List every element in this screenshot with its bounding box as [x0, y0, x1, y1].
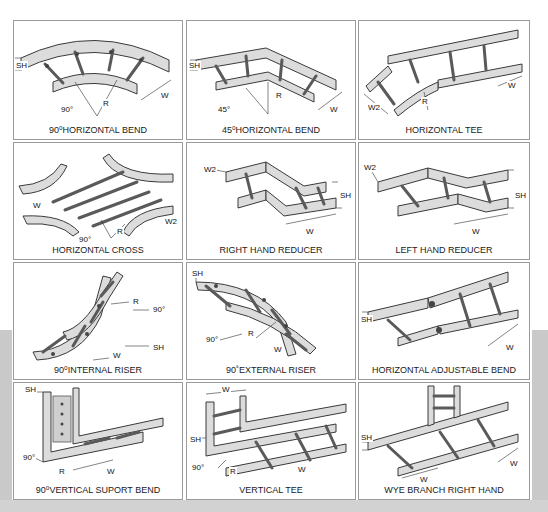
dimension-label: 90° [205, 335, 219, 344]
dimension-label: R [421, 97, 429, 106]
dimension-label: W [112, 351, 122, 360]
fitting-panel: RIGHT HAND REDUCER [186, 142, 356, 260]
dimension-label: W [507, 81, 517, 90]
fitting-caption: 90˚EXTERNAL RISER [189, 365, 353, 376]
fitting-caption: 90⁰HORIZONTAL BEND [16, 125, 180, 136]
fitting-caption: HORIZONTAL TEE [361, 125, 527, 136]
dimension-label: W2 [203, 165, 217, 174]
dimension-label: SH [339, 191, 352, 200]
dimension-label: W [106, 467, 116, 476]
dimension-label: W [471, 227, 481, 236]
fitting-panel: 90˚EXTERNAL RISER [186, 262, 356, 380]
fitting-panel: 90⁰HORIZONTAL BEND [13, 20, 183, 140]
fitting-panel: HORIZONTAL TEE [358, 20, 530, 140]
dimension-label: W [273, 345, 283, 354]
fitting-caption: RIGHT HAND REDUCER [189, 245, 353, 256]
dimension-label: W [419, 475, 429, 484]
dimension-label: SH [15, 61, 28, 70]
dimension-label: 90° [78, 235, 92, 244]
dimension-label: W2 [164, 217, 178, 226]
dimension-label: 90° [60, 105, 74, 114]
dimension-label: SH [189, 435, 202, 444]
dimension-label: R [229, 467, 237, 476]
dimension-label: W [305, 227, 315, 236]
fitting-caption: VERTICAL TEE [189, 485, 353, 496]
dimension-label: W [329, 105, 339, 114]
fitting-panel: 90⁰VERTICAL SUPORT BEND [13, 382, 183, 500]
dimension-label: R [247, 329, 255, 338]
dimension-label: SH [360, 433, 373, 442]
dimension-label: 90° [22, 453, 36, 462]
fitting-panel: 90⁰INTERNAL RISER [13, 262, 183, 380]
dimension-label: W [509, 459, 519, 468]
dimension-label: SH [152, 343, 165, 352]
dimension-label: SH [360, 315, 373, 324]
fitting-caption: HORIZONTAL CROSS [16, 245, 180, 256]
dimension-label: W [505, 343, 515, 352]
dimension-label: W2 [363, 163, 377, 172]
dimension-label: R [275, 91, 283, 100]
fitting-caption: HORIZONTAL ADJUSTABLE BEND [361, 365, 527, 376]
dimension-label: SH [191, 269, 204, 278]
fitting-panel: HORIZONTAL ADJUSTABLE BEND [358, 262, 530, 380]
dimension-label: 90° [152, 305, 166, 314]
dimension-label: W [32, 201, 42, 210]
fitting-caption: WYE BRANCH RIGHT HAND [361, 485, 527, 496]
dimension-label: W [160, 91, 170, 100]
dimension-label: R [102, 99, 110, 108]
dimension-label: SH [188, 61, 201, 70]
dimension-label: SH [24, 385, 37, 394]
dimension-label: R [58, 467, 66, 476]
dimension-label: W [297, 465, 307, 474]
dimension-label: SH [514, 191, 527, 200]
fitting-caption: 90⁰INTERNAL RISER [16, 365, 180, 376]
dimension-label: 90° [191, 463, 205, 472]
fitting-caption: 90⁰VERTICAL SUPORT BEND [16, 485, 180, 496]
dimension-label: R [116, 227, 124, 236]
fitting-panel: VERTICAL TEE [186, 382, 356, 500]
dimension-label: W [221, 385, 231, 394]
fitting-caption: LEFT HAND REDUCER [361, 245, 527, 256]
dimension-label: R [132, 297, 140, 306]
fitting-panel: WYE BRANCH RIGHT HAND [358, 382, 530, 500]
dimension-label: W2 [367, 103, 381, 112]
fitting-panel: LEFT HAND REDUCER [358, 142, 530, 260]
fitting-panel: 45⁰HORIZONTAL BEND [186, 20, 356, 140]
dimension-label: 45° [217, 105, 231, 114]
fitting-caption: 45⁰HORIZONTAL BEND [189, 125, 353, 136]
